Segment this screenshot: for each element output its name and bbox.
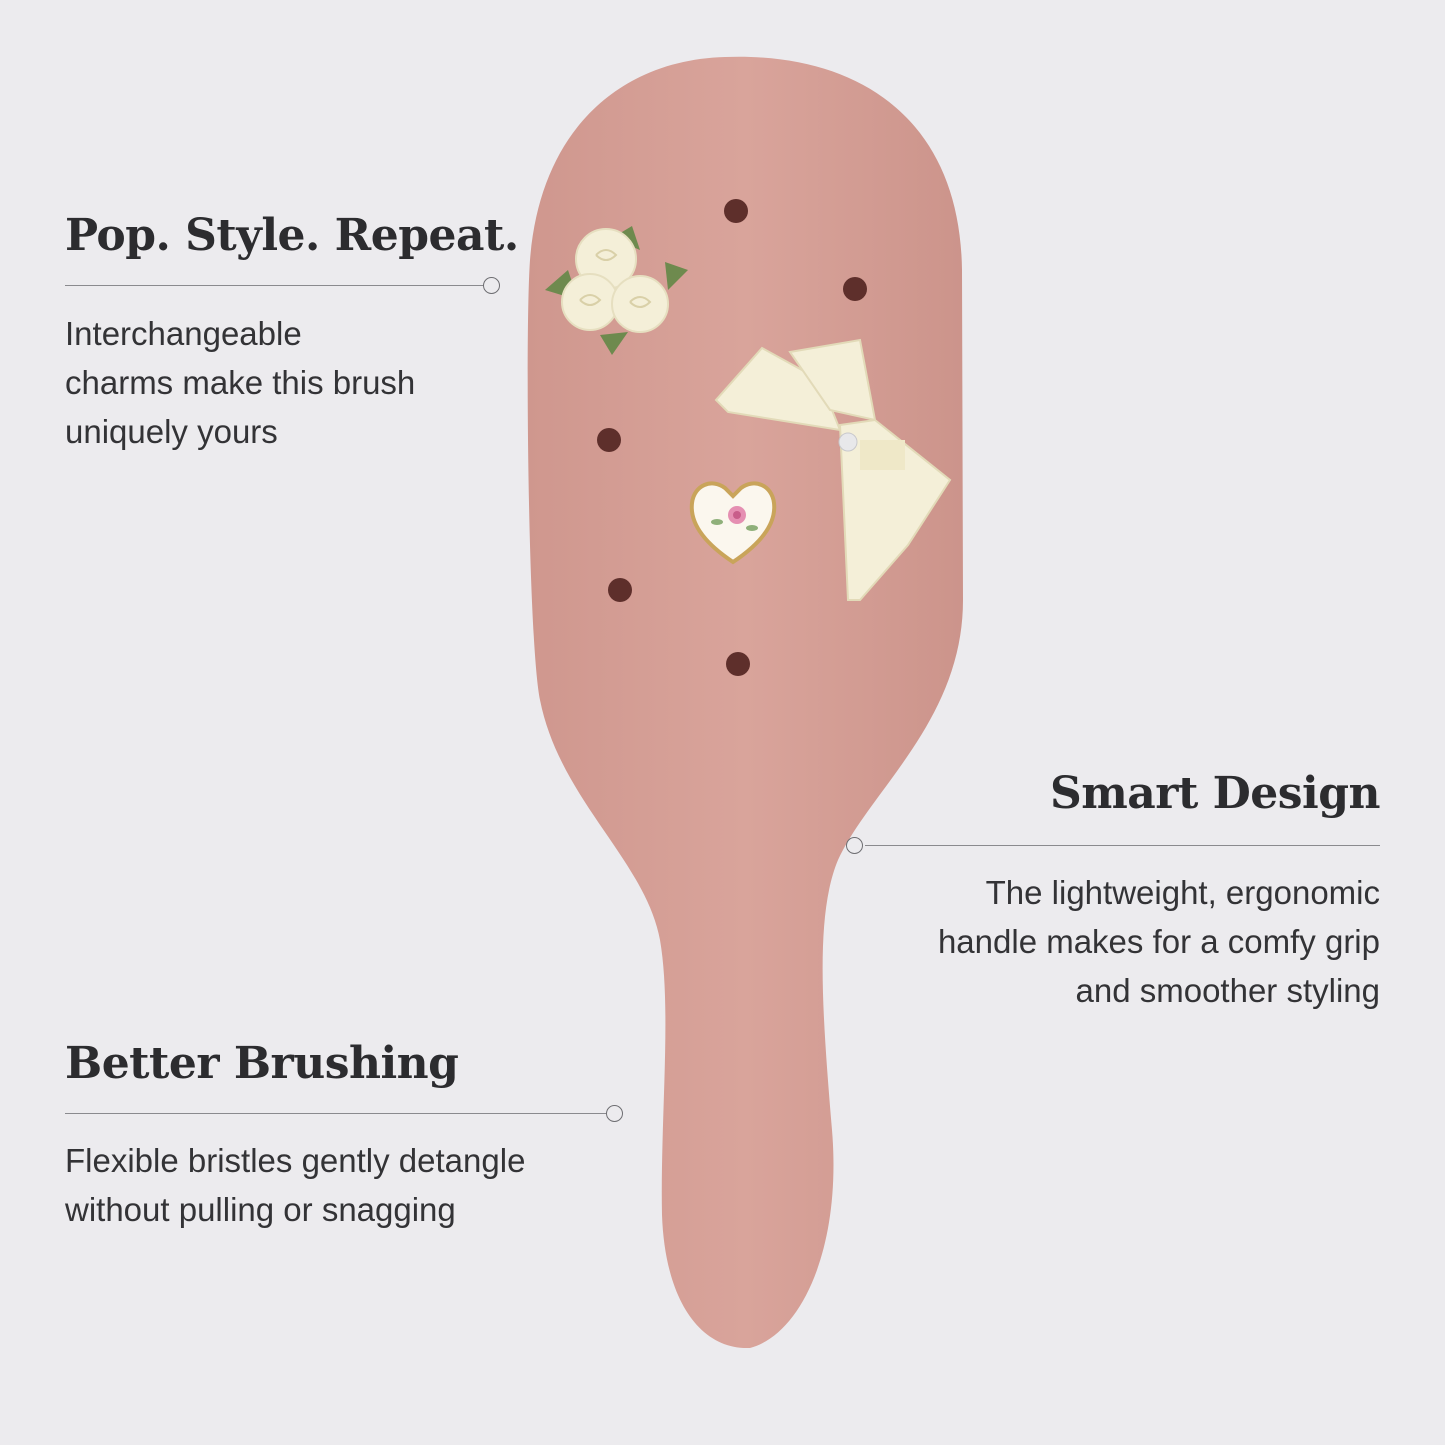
charm-hole xyxy=(726,652,750,676)
heart-charm-icon xyxy=(689,481,777,565)
description-line: charms make this brush xyxy=(65,364,416,401)
callout-dot xyxy=(483,277,500,294)
callout-dot xyxy=(606,1105,623,1122)
feature-better-brushing: Better Brushing Flexible bristles gently… xyxy=(65,1038,635,1228)
description-line: Interchangeable xyxy=(65,315,302,352)
description-line: handle makes for a comfy grip xyxy=(937,923,1380,960)
feature-description: Interchangeable charms make this brush u… xyxy=(65,309,485,456)
description-line: and smoother styling xyxy=(1075,972,1381,1009)
charm-hole xyxy=(597,428,621,452)
bow-charm-icon xyxy=(714,338,952,601)
charm-holes xyxy=(597,199,867,676)
feature-title: Pop. Style. Repeat. xyxy=(65,210,519,261)
charm-hole xyxy=(724,199,748,223)
feature-title: Smart Design xyxy=(1049,768,1381,819)
callout-line xyxy=(865,845,1380,846)
feature-description: The lightweight, ergonomic handle makes … xyxy=(860,868,1380,1015)
feature-pop-style-repeat: Pop. Style. Repeat. Interchangeable char… xyxy=(65,210,519,450)
description-line: uniquely yours xyxy=(65,413,278,450)
rose-charm-icon xyxy=(545,226,688,355)
description-line: without pulling or snagging xyxy=(65,1191,456,1228)
charm-hole xyxy=(843,277,867,301)
feature-description: Flexible bristles gently detangle withou… xyxy=(65,1136,625,1234)
callout-line xyxy=(65,285,485,286)
description-line: Flexible bristles gently detangle xyxy=(65,1142,526,1179)
callout-dot xyxy=(846,837,863,854)
charm-hole xyxy=(608,578,632,602)
description-line: The lightweight, ergonomic xyxy=(985,874,1380,911)
callout-line xyxy=(65,1113,610,1114)
feature-title: Better Brushing xyxy=(65,1038,459,1089)
